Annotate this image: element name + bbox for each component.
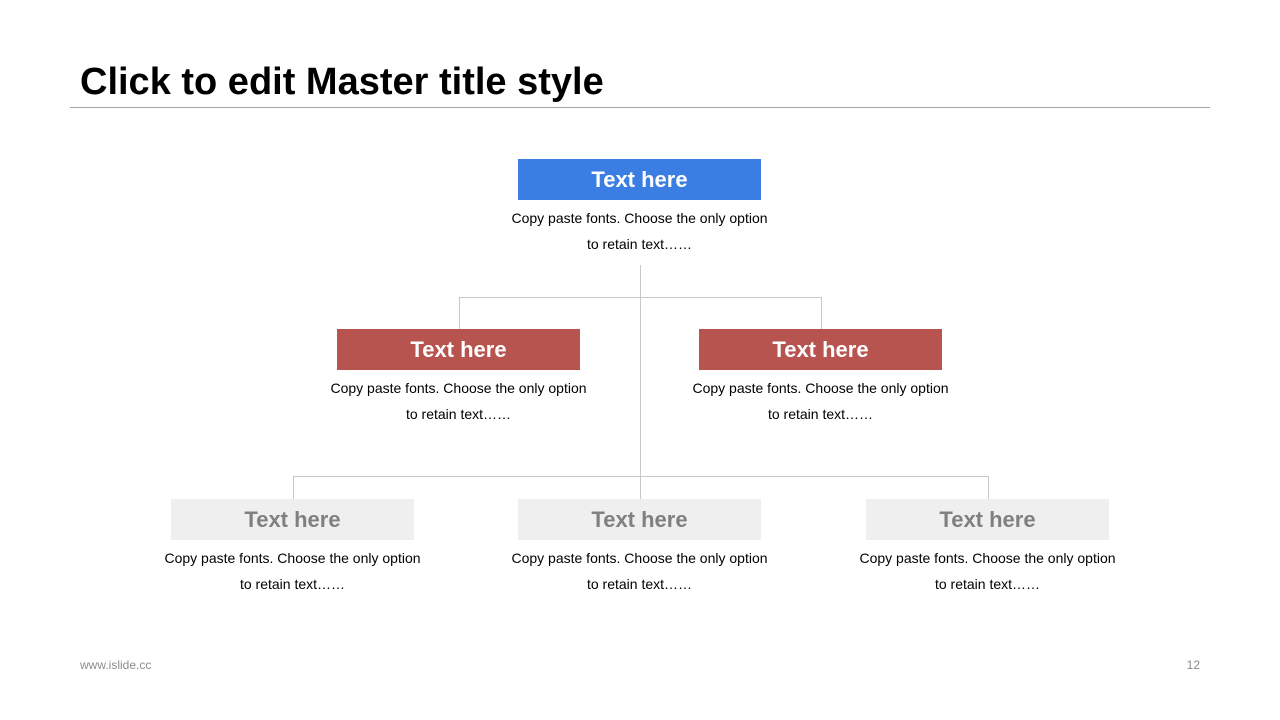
node-title-box[interactable]: Text here [171, 499, 414, 540]
node-description: Copy paste fonts. Choose the only option… [859, 550, 1116, 592]
org-node-top: Text here Copy paste fonts. Choose the o… [511, 159, 768, 257]
node-description: Copy paste fonts. Choose the only option… [692, 380, 949, 422]
org-node-middle-right: Text here Copy paste fonts. Choose the o… [692, 329, 949, 427]
org-node-middle-left: Text here Copy paste fonts. Choose the o… [330, 329, 587, 427]
title-divider [70, 107, 1210, 108]
node-title-box[interactable]: Text here [518, 499, 761, 540]
org-node-bottom-left: Text here Copy paste fonts. Choose the o… [164, 499, 421, 597]
connector-level-2 [459, 297, 822, 329]
node-title-box[interactable]: Text here [518, 159, 761, 200]
page-number: 12 [1186, 658, 1200, 672]
org-node-bottom-center: Text here Copy paste fonts. Choose the o… [511, 499, 768, 597]
node-title-box[interactable]: Text here [337, 329, 580, 370]
node-description: Copy paste fonts. Choose the only option… [164, 550, 421, 592]
node-description: Copy paste fonts. Choose the only option… [511, 550, 768, 592]
slide-title: Click to edit Master title style [80, 61, 604, 103]
node-description: Copy paste fonts. Choose the only option… [330, 380, 587, 422]
connector-level-3 [293, 476, 989, 499]
node-description: Copy paste fonts. Choose the only option… [511, 210, 768, 252]
node-title-box[interactable]: Text here [866, 499, 1109, 540]
footer-url: www.islide.cc [80, 658, 152, 672]
org-node-bottom-right: Text here Copy paste fonts. Choose the o… [859, 499, 1116, 597]
node-title-box[interactable]: Text here [699, 329, 942, 370]
